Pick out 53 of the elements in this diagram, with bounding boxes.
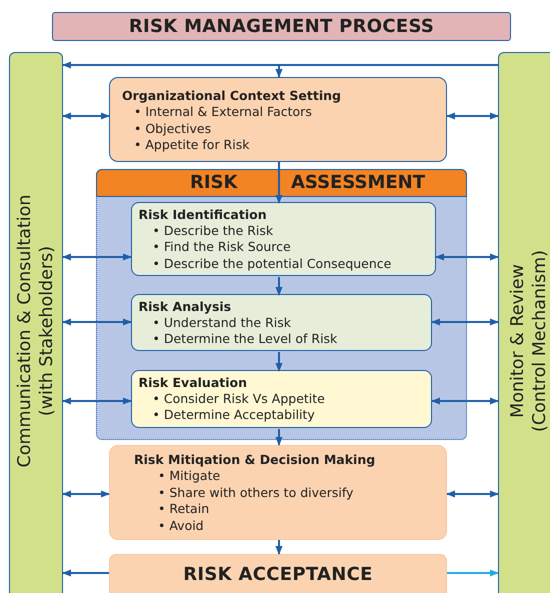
box-heading: Risk Identification xyxy=(138,206,267,222)
arrow xyxy=(275,277,283,296)
side-label: Monitor & Review (Control Mechanism) xyxy=(507,249,550,434)
arrow xyxy=(62,318,132,326)
bullet-item: • Share with others to diversify xyxy=(158,484,354,501)
bullet-item: • Understand the Risk xyxy=(152,314,291,331)
title-banner xyxy=(52,12,511,41)
process-box xyxy=(109,554,447,593)
bullet-item: • Describe the Risk xyxy=(152,222,274,239)
bullet-item: • Internal & External Factors xyxy=(134,104,312,120)
box-title: RISK ACCEPTANCE xyxy=(183,564,373,584)
process-box xyxy=(109,445,447,540)
bullet-item: • Determine the Level of Risk xyxy=(152,331,338,348)
arrow xyxy=(62,397,132,405)
arrow xyxy=(275,64,498,78)
bullet-item: • Avoid xyxy=(158,518,204,534)
arrow xyxy=(62,490,110,498)
process-box xyxy=(130,202,436,276)
bullet-item: • Mitigate xyxy=(158,468,220,484)
arrow xyxy=(447,569,499,577)
arrow xyxy=(275,352,283,372)
arrow xyxy=(62,569,109,577)
banner-text: RISK MANAGEMENT PROCESS xyxy=(128,16,434,37)
arrow xyxy=(62,253,132,261)
assessment-panel xyxy=(96,169,467,440)
arrow xyxy=(275,162,283,204)
process-box xyxy=(130,294,432,350)
box-heading: Organizational Context Setting xyxy=(122,88,341,104)
box-heading: Risk Mitiqation & Decision Making xyxy=(134,452,376,468)
arrow xyxy=(446,112,499,120)
arrow xyxy=(275,540,283,555)
arrow xyxy=(435,253,499,261)
process-box xyxy=(130,370,432,428)
process-box xyxy=(109,77,447,162)
arrow xyxy=(275,429,283,446)
bullet-item: • Determine Acceptability xyxy=(152,407,315,424)
section-title: ASSESSMENT xyxy=(291,172,426,193)
arrow xyxy=(62,112,110,120)
box-heading: Risk Evaluation xyxy=(138,374,248,390)
side-panel xyxy=(498,52,550,593)
bullet-item: • Objectives xyxy=(134,120,212,137)
bullet-item: • Find the Risk Source xyxy=(152,239,291,256)
box-heading: Risk Analysis xyxy=(138,298,232,314)
arrow xyxy=(431,318,499,326)
bullet-item: • Appetite for Risk xyxy=(134,137,250,154)
side-label: Communication & Consultation (with Stakeholders) xyxy=(14,194,58,470)
bullet-item: • Describe the potential Consequence xyxy=(152,256,392,272)
bullet-item: • Retain xyxy=(158,501,210,518)
section-title: RISK xyxy=(190,172,238,193)
arrow xyxy=(431,397,499,405)
arrow xyxy=(446,490,499,498)
side-panel xyxy=(9,52,63,593)
bullet-item: • Consider Risk Vs Appetite xyxy=(152,390,325,407)
